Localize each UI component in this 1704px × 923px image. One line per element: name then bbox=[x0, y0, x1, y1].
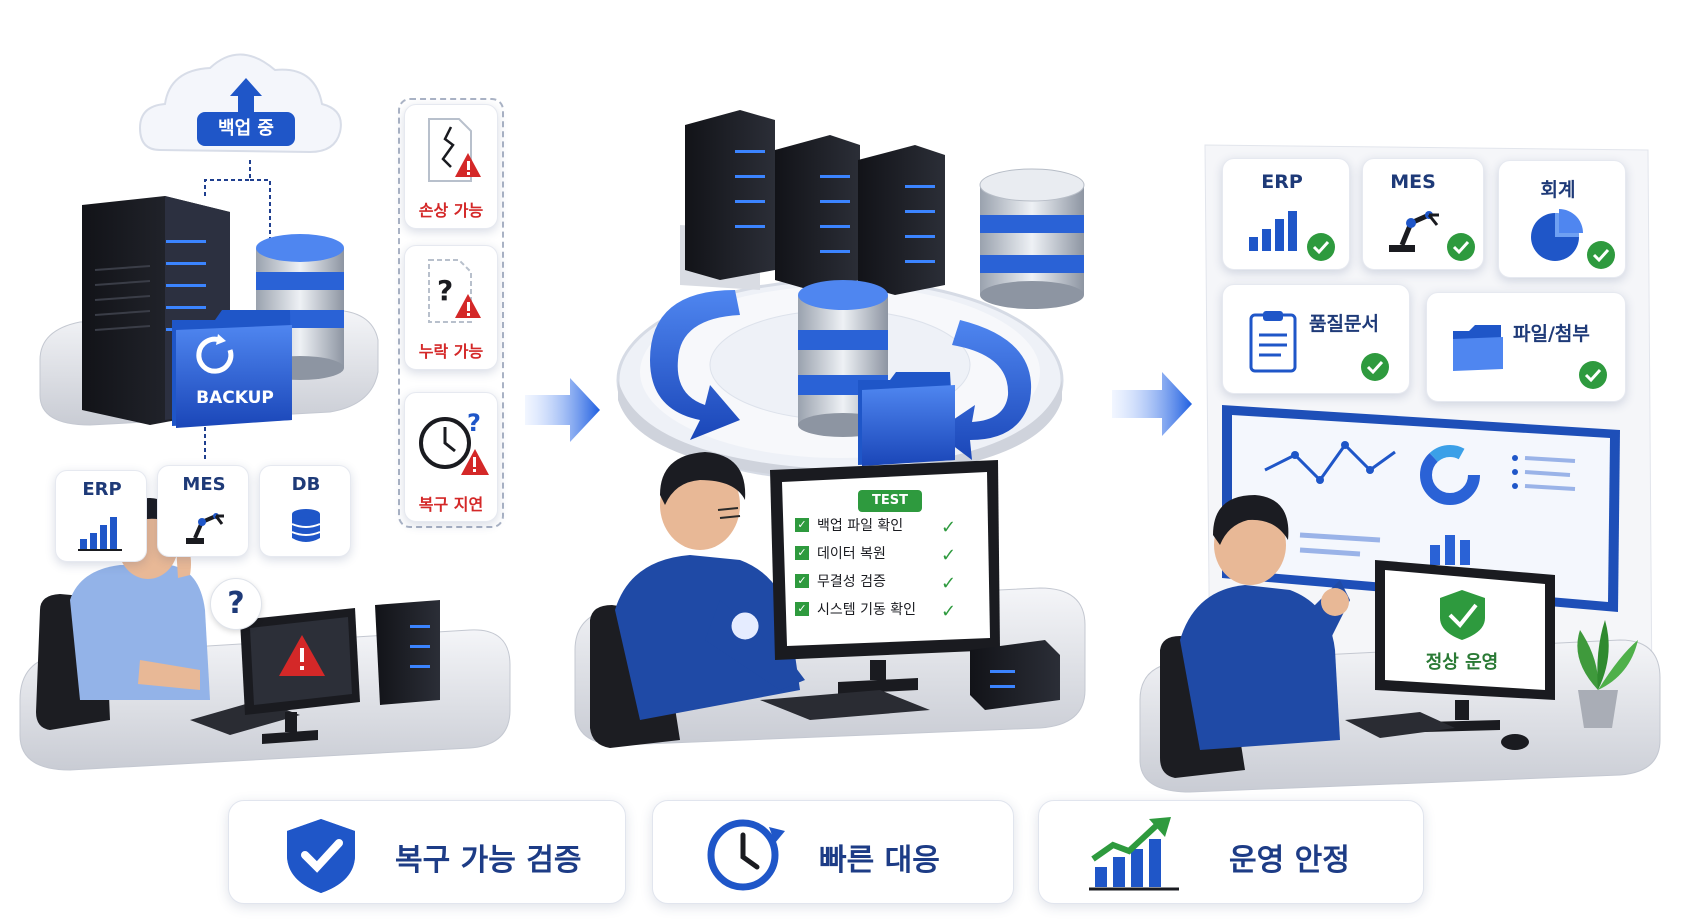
checklist-item: ✓ 데이터 복원 ✓ bbox=[795, 543, 975, 571]
stage3-card-mes: MES bbox=[1362, 158, 1484, 270]
stage3-card-accounting: 회계 bbox=[1498, 160, 1626, 278]
stage2-monitor bbox=[770, 460, 1000, 694]
checklist-item: ✓ 백업 파일 확인 ✓ bbox=[795, 515, 975, 543]
robot-arm-icon bbox=[186, 513, 224, 544]
risk-label: 누락 가능 bbox=[418, 342, 484, 361]
system-card-erp: ERP bbox=[55, 470, 147, 562]
checklist-item: ✓ 시스템 기동 확인 ✓ bbox=[795, 599, 975, 627]
clock-refresh-icon bbox=[707, 819, 785, 891]
happy-employee bbox=[1180, 495, 1350, 750]
svg-text:?: ? bbox=[437, 274, 453, 307]
checklist-label: 시스템 기동 확인 bbox=[817, 602, 917, 618]
wall-dashboard bbox=[1222, 405, 1620, 612]
system-card-label: MES bbox=[1390, 171, 1436, 193]
backup-folder-icon bbox=[172, 310, 292, 428]
checklist-item: ✓ 무결성 검증 ✓ bbox=[795, 571, 975, 599]
flow-arrow-1 bbox=[525, 378, 600, 442]
benefit-label: 운영 안정 bbox=[1229, 843, 1350, 878]
check-circle-icon bbox=[1361, 353, 1389, 381]
test-badge: TEST bbox=[858, 490, 922, 512]
potted-plant bbox=[1577, 620, 1638, 728]
checklist-label: 데이터 복원 bbox=[817, 546, 886, 562]
damaged-file-icon bbox=[428, 118, 481, 182]
system-card-label: ERP bbox=[82, 479, 122, 500]
growth-chart-icon bbox=[1089, 817, 1179, 891]
robot-arm-icon bbox=[1389, 211, 1475, 261]
system-card-label: 품질문서 bbox=[1309, 313, 1379, 335]
risk-panel bbox=[398, 98, 504, 528]
benefit-card-stability: 운영 안정 bbox=[1038, 800, 1424, 904]
stage1-monitor bbox=[240, 608, 360, 744]
check-icon: ✓ bbox=[941, 601, 957, 622]
risk-label: 손상 가능 bbox=[418, 201, 484, 220]
stage2-server-racks bbox=[680, 110, 1085, 309]
risk-card-delay: ? 복구 지연 bbox=[404, 392, 498, 522]
database-icon bbox=[291, 509, 321, 542]
bar-chart-icon bbox=[1249, 211, 1335, 261]
risk-card-damaged: 손상 가능 bbox=[404, 104, 498, 229]
stage2-small-server bbox=[970, 640, 1060, 710]
system-card-db: DB bbox=[259, 465, 351, 557]
missing-file-icon: ? bbox=[428, 259, 481, 323]
check-circle-icon bbox=[1579, 361, 1607, 389]
risk-label: 복구 지연 bbox=[418, 495, 484, 514]
working-engineer bbox=[615, 452, 805, 720]
benefit-card-response: 빠른 대응 bbox=[652, 800, 1014, 904]
checklist-label: 무결성 검증 bbox=[817, 574, 886, 590]
backup-folder-label: BACKUP bbox=[196, 388, 274, 408]
check-icon: ✓ bbox=[941, 517, 957, 538]
check-icon: ✓ bbox=[941, 545, 957, 566]
shield-check-icon bbox=[287, 819, 355, 893]
system-card-label: 파일/첨부 bbox=[1513, 323, 1590, 345]
question-bubble: ? bbox=[210, 578, 262, 630]
system-card-label: ERP bbox=[1261, 171, 1303, 193]
stage3-card-quality-docs: 품질문서 bbox=[1222, 284, 1410, 394]
benefit-card-verification: 복구 가능 검증 bbox=[228, 800, 626, 904]
bar-chart-icon bbox=[78, 517, 122, 551]
pie-chart-icon bbox=[1531, 209, 1615, 269]
system-card-mes: MES bbox=[157, 465, 249, 557]
system-card-label: 회계 bbox=[1540, 179, 1576, 201]
clock-icon: ? bbox=[419, 409, 489, 475]
document-icon bbox=[1249, 311, 1297, 373]
risk-card-missing: ? 누락 가능 bbox=[404, 245, 498, 370]
benefit-label: 복구 가능 검증 bbox=[395, 843, 582, 878]
checkbox-icon: ✓ bbox=[795, 602, 809, 616]
check-icon: ✓ bbox=[941, 573, 957, 594]
checkbox-icon: ✓ bbox=[795, 546, 809, 560]
folder-icon bbox=[1453, 325, 1503, 371]
status-label: 정상 운영 bbox=[1425, 652, 1499, 673]
cloud-label-badge: 백업 중 bbox=[197, 112, 295, 146]
stage2-folder-icon bbox=[858, 372, 955, 466]
system-card-label: DB bbox=[291, 474, 321, 495]
checklist-label: 백업 파일 확인 bbox=[817, 518, 904, 534]
stage3-card-erp: ERP bbox=[1222, 158, 1350, 270]
checkbox-icon: ✓ bbox=[795, 518, 809, 532]
test-checklist: ✓ 백업 파일 확인 ✓ ✓ 데이터 복원 ✓ ✓ 무결성 검증 ✓ ✓ 시스템… bbox=[795, 515, 975, 627]
system-card-label: MES bbox=[182, 474, 226, 495]
stage3-monitor bbox=[1375, 560, 1555, 732]
svg-text:?: ? bbox=[467, 409, 481, 437]
sync-arrows-icon bbox=[650, 290, 1032, 460]
stage1-small-server bbox=[375, 600, 440, 705]
flow-arrow-2 bbox=[1112, 372, 1192, 436]
stage3-card-files: 파일/첨부 bbox=[1426, 292, 1626, 402]
checkbox-icon: ✓ bbox=[795, 574, 809, 588]
benefit-label: 빠른 대응 bbox=[819, 843, 940, 878]
